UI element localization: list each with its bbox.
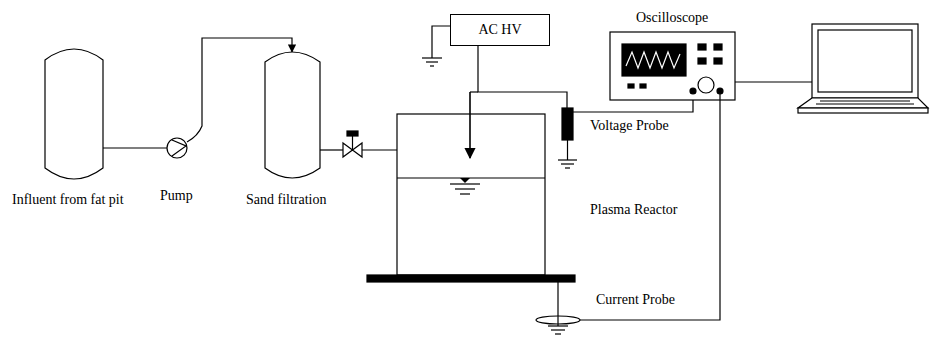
pump-symbol xyxy=(167,138,187,158)
plasma-reactor-vessel xyxy=(397,114,545,275)
power-supply-box: AC HV xyxy=(450,14,550,46)
data-cable xyxy=(735,81,812,82)
pipe xyxy=(103,147,167,148)
water-surface-mark xyxy=(460,193,470,194)
laptop-base xyxy=(798,98,928,108)
probe-label: Current Probe xyxy=(596,292,675,308)
oscilloscope-connector xyxy=(717,88,723,94)
box-text: AC HV xyxy=(478,22,521,38)
valve-actuator xyxy=(347,131,358,136)
water-surface-mark xyxy=(455,188,475,189)
pipe xyxy=(362,149,397,150)
pump-symbol xyxy=(172,140,186,156)
filter-label: Sand filtration xyxy=(246,192,327,208)
reactor-label: Plasma Reactor xyxy=(590,202,677,218)
oscilloscope-knob xyxy=(698,77,714,93)
ground-plate xyxy=(367,275,575,282)
laptop-keyboard xyxy=(816,101,914,104)
oscilloscope-body xyxy=(610,32,735,100)
sand-filter-tank xyxy=(265,52,320,178)
probe-label: Voltage Probe xyxy=(590,118,669,134)
ground-symbol xyxy=(551,329,565,330)
water-surface-mark xyxy=(460,178,470,183)
current-probe-wire xyxy=(580,94,720,320)
voltage-probe xyxy=(562,108,573,140)
ground-symbol xyxy=(558,159,577,160)
ground-symbol xyxy=(548,325,568,326)
electrode xyxy=(469,92,471,158)
water-level xyxy=(397,177,545,178)
ground-symbol xyxy=(422,57,442,58)
ground-symbol xyxy=(426,61,438,62)
hv-wire xyxy=(478,46,567,108)
ground-symbol xyxy=(565,167,570,168)
tank-label: Influent from fat pit xyxy=(12,192,124,208)
influent-tank xyxy=(45,49,103,179)
water-surface-mark xyxy=(450,183,480,184)
laptop-screen xyxy=(818,30,912,92)
oscilloscope-screen xyxy=(622,44,686,76)
ground-wire xyxy=(432,26,450,58)
oscilloscope-connector xyxy=(690,88,696,94)
oscilloscope-button xyxy=(698,58,706,64)
ground-symbol xyxy=(561,163,574,164)
valve-stem xyxy=(352,136,353,150)
reactor-ground-wire xyxy=(557,282,558,326)
oscilloscope-button xyxy=(628,84,634,88)
oscilloscope-trace xyxy=(626,52,680,68)
hv-wire xyxy=(470,91,478,92)
probe-ground-wire xyxy=(567,140,568,160)
ground-symbol xyxy=(430,65,434,66)
instrument-label: Oscilloscope xyxy=(636,10,708,26)
laptop-screen xyxy=(812,24,918,98)
oscilloscope-button xyxy=(640,84,646,88)
probe-signal-wire xyxy=(573,100,693,112)
laptop-base xyxy=(798,108,928,113)
pump-label: Pump xyxy=(160,188,193,204)
oscilloscope-button xyxy=(714,44,722,50)
pipe xyxy=(320,149,343,150)
oscilloscope-button xyxy=(714,58,722,64)
current-probe xyxy=(536,316,580,324)
oscilloscope-button xyxy=(698,44,706,50)
ground-symbol xyxy=(555,333,561,334)
